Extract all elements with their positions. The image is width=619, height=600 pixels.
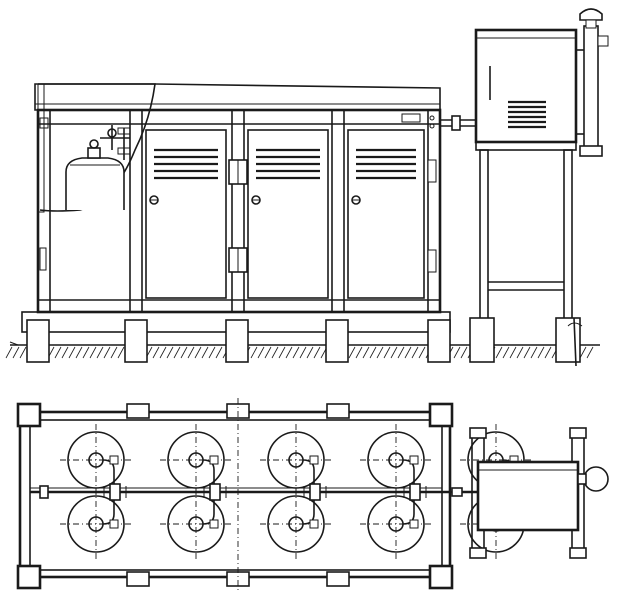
cylinder-plan-icon bbox=[260, 424, 332, 496]
manifold-valve-icon bbox=[209, 483, 221, 501]
manifold-end-cap-icon bbox=[39, 485, 49, 499]
plan-view bbox=[16, 398, 609, 592]
plan-side-unit bbox=[469, 427, 609, 559]
chimney-flue-icon bbox=[576, 8, 609, 157]
plan-outer-frame bbox=[18, 410, 452, 579]
front-elevation-view bbox=[5, 8, 609, 367]
cylinder-plan-icon bbox=[160, 424, 232, 496]
manifold-valve-icon bbox=[109, 483, 121, 501]
cylinder-plan-icon bbox=[160, 488, 232, 560]
ground-line bbox=[5, 341, 600, 359]
flue-circle-icon bbox=[583, 466, 609, 492]
cabinet-doors bbox=[145, 129, 425, 299]
cylinder-plan-icon bbox=[60, 488, 132, 560]
door-vent-grille-icon bbox=[356, 148, 416, 180]
manifold-valve-icon bbox=[409, 483, 421, 501]
valve-assembly bbox=[100, 125, 131, 160]
manifold-valve-icon bbox=[309, 483, 321, 501]
pipe-coupling-icon bbox=[451, 487, 463, 497]
cylinder-plan-icon bbox=[360, 488, 432, 560]
door-vent-grille-icon bbox=[154, 148, 218, 180]
cylinder-plan-icon bbox=[60, 424, 132, 496]
cylinder-plan-icon bbox=[260, 488, 332, 560]
manifold-fittings bbox=[39, 483, 527, 501]
plan-corner-piers bbox=[16, 402, 454, 590]
cabinet-door bbox=[145, 129, 227, 299]
side-unit bbox=[469, 8, 609, 367]
door-vent-grille-icon bbox=[256, 148, 320, 180]
connecting-pipe bbox=[401, 113, 476, 131]
cutaway-section bbox=[37, 83, 156, 271]
gas-cylinder-icon bbox=[65, 139, 125, 210]
cabinet-door bbox=[247, 129, 329, 299]
door-hinges bbox=[228, 159, 437, 273]
side-unit-vent-icon bbox=[508, 100, 546, 129]
cabinet-door bbox=[347, 129, 425, 299]
plan-cylinders bbox=[60, 424, 532, 560]
cylinder-plan-icon bbox=[360, 424, 432, 496]
foundation-piers bbox=[26, 319, 451, 363]
